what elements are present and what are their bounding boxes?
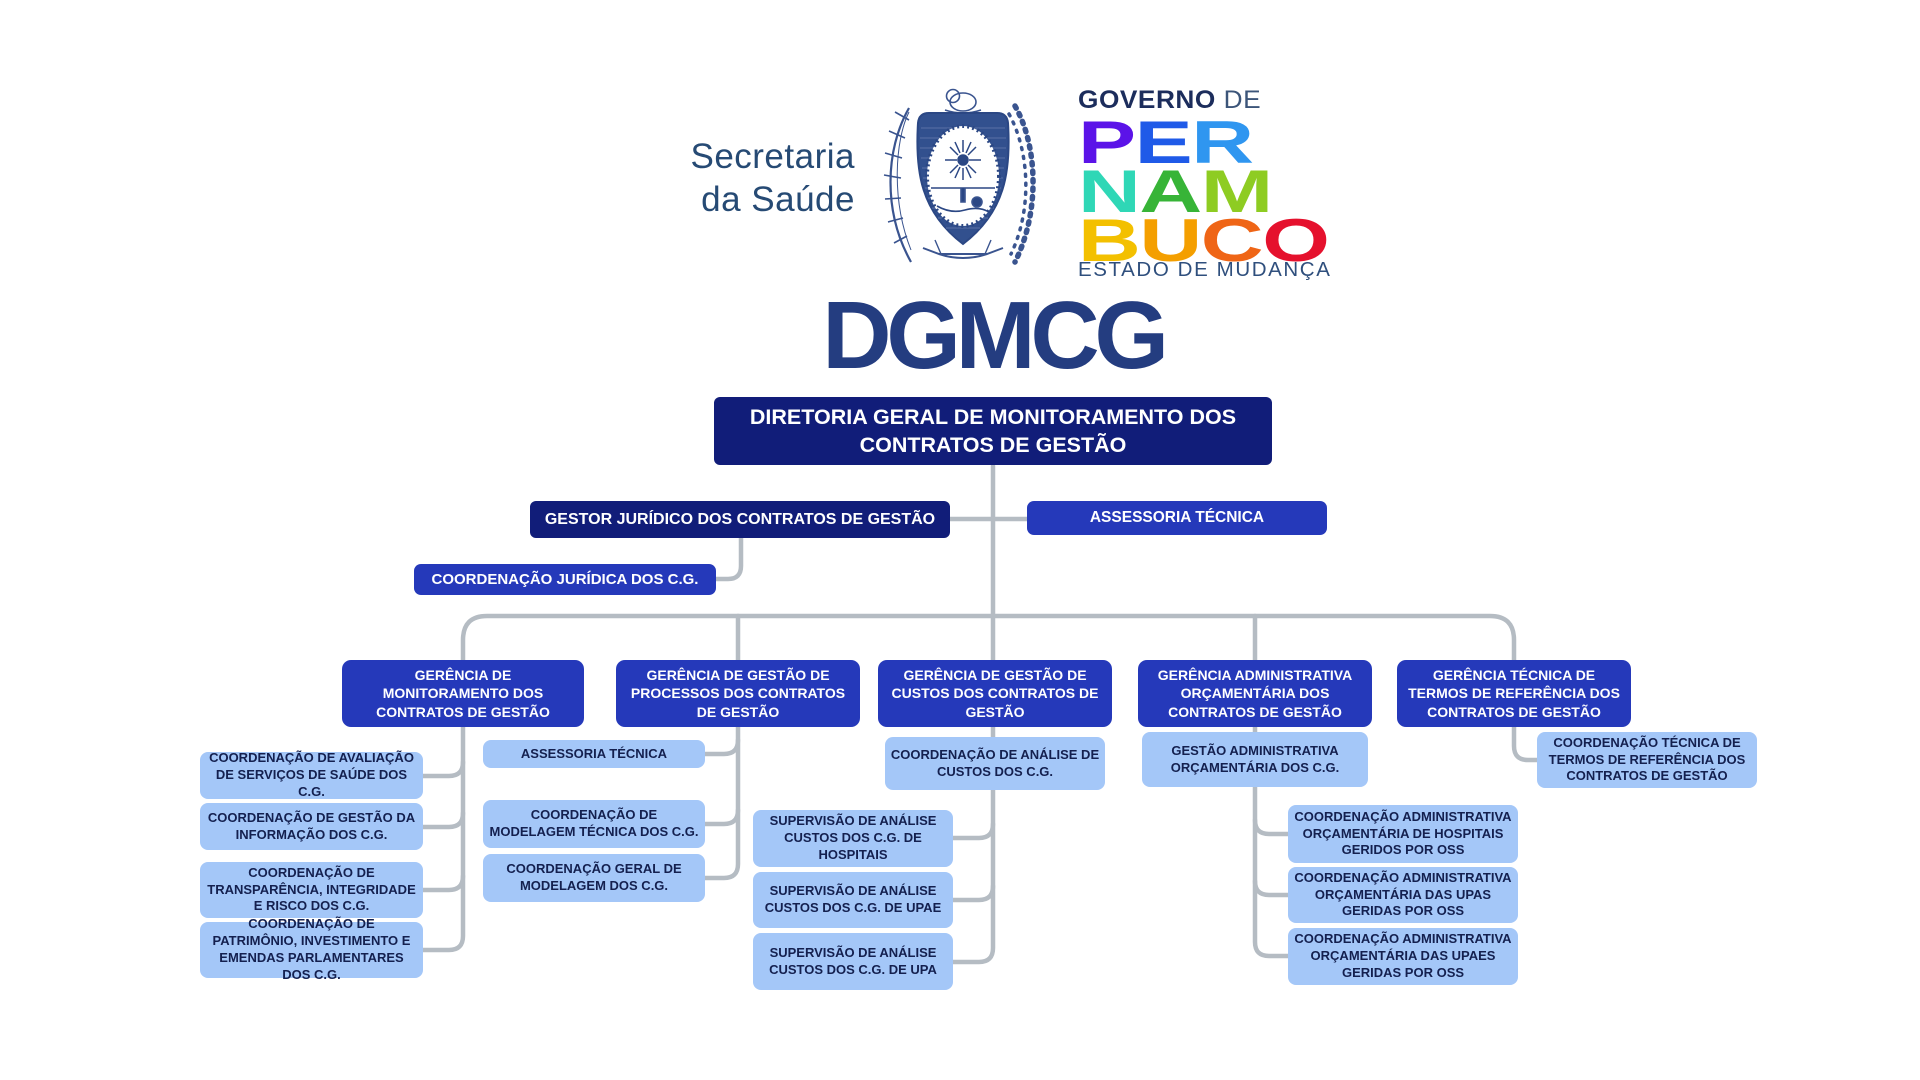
secretaria-saude-logo: Secretaria da Saúde: [590, 136, 855, 221]
pernambuco-coat-of-arms-icon: [865, 80, 1061, 285]
pernambuco-row-1: PER: [1078, 113, 1331, 173]
org-node-coord-geral-modelagem: COORDENAÇÃO GERAL DE MODELAGEM DOS C.G.: [483, 854, 705, 902]
secretaria-line1: Secretaria: [690, 137, 855, 176]
acronym-title: DGMCG: [822, 282, 1169, 389]
pernambuco-letter: A: [1139, 158, 1202, 225]
pernambuco-letter: P: [1078, 109, 1136, 176]
org-node-supervisao-custos-upa: SUPERVISÃO DE ANÁLISE CUSTOS DOS C.G. DE…: [753, 933, 953, 990]
org-node-gestao-administrativa-orcamentaria: GESTÃO ADMINISTRATIVA ORÇAMENTÁRIA DOS C…: [1142, 732, 1368, 787]
org-node-label: GERÊNCIA DE GESTÃO DE PROCESSOS DOS CONT…: [630, 667, 846, 720]
org-node-label: COORDENAÇÃO ADMINISTRATIVA ORÇAMENTÁRIA …: [1294, 869, 1512, 919]
secretaria-line2: da Saúde: [701, 179, 855, 219]
org-node-label: COORDENAÇÃO ADMINISTRATIVA ORÇAMENTÁRIA …: [1294, 931, 1512, 980]
pernambuco-letter: N: [1078, 158, 1141, 225]
org-node-coord-adm-upaes-oss: COORDENAÇÃO ADMINISTRATIVA ORÇAMENTÁRIA …: [1288, 928, 1518, 985]
org-node-gerencia-administrativa: GERÊNCIA ADMINISTRATIVA ORÇAMENTÁRIA DOS…: [1138, 660, 1372, 727]
org-node-coordenacao-juridica: COORDENAÇÃO JURÍDICA DOS C.G.: [414, 564, 716, 595]
org-node-label: COORDENAÇÃO TÉCNICA DE TERMOS DE REFERÊN…: [1548, 734, 1746, 784]
pernambuco-letter: U: [1139, 207, 1202, 274]
org-node-coord-adm-hospitais-oss: COORDENAÇÃO ADMINISTRATIVA ORÇAMENTÁRIA …: [1288, 805, 1518, 863]
org-node-label: COORDENAÇÃO JURÍDICA DOS C.G.: [431, 571, 699, 588]
pernambuco-letter: E: [1134, 109, 1193, 176]
org-node-assessoria-tecnica: ASSESSORIA TÉCNICA: [1027, 501, 1327, 535]
org-node-label: DIRETORIA GERAL DE MONITORAMENTO DOS CON…: [749, 404, 1237, 457]
org-node-label: GERÊNCIA ADMINISTRATIVA ORÇAMENTÁRIA DOS…: [1157, 667, 1353, 720]
pernambuco-letter: C: [1200, 207, 1264, 274]
org-node-coord-transparencia: COORDENAÇÃO DE TRANSPARÊNCIA, INTEGRIDAD…: [200, 862, 423, 918]
org-node-label: COORDENAÇÃO DE TRANSPARÊNCIA, INTEGRIDAD…: [207, 864, 416, 914]
governo-word: GOVERNO: [1078, 86, 1216, 114]
org-node-supervisao-custos-upae: SUPERVISÃO DE ANÁLISE CUSTOS DOS C.G. DE…: [753, 872, 953, 928]
org-node-label: ASSESSORIA TÉCNICA: [1089, 509, 1265, 526]
org-node-supervisao-custos-hospitais: SUPERVISÃO DE ANÁLISE CUSTOS DOS C.G. DE…: [753, 810, 953, 867]
de-word: DE: [1215, 86, 1262, 114]
estado-de-mudanca-tagline: ESTADO DE MUDANÇA: [1078, 258, 1332, 281]
org-node-label: COORDENAÇÃO DE PATRIMÔNIO, INVESTIMENTO …: [212, 916, 411, 982]
org-node-label: COORDENAÇÃO DE ANÁLISE DE CUSTOS DOS C.G…: [890, 746, 1100, 779]
org-node-diretoria-geral: DIRETORIA GERAL DE MONITORAMENTO DOS CON…: [714, 397, 1272, 465]
org-node-label: COORDENAÇÃO DE MODELAGEM TÉCNICA DOS C.G…: [489, 807, 699, 839]
org-node-coord-tecnica-termos: COORDENAÇÃO TÉCNICA DE TERMOS DE REFERÊN…: [1537, 732, 1757, 788]
governo-de-label: GOVERNO DE: [1078, 86, 1261, 115]
org-node-gerencia-termos: GERÊNCIA TÉCNICA DE TERMOS DE REFERÊNCIA…: [1397, 660, 1631, 727]
pernambuco-letter: B: [1078, 207, 1141, 274]
org-node-label: GESTOR JURÍDICO DOS CONTRATOS DE GESTÃO: [544, 510, 936, 528]
org-node-label: GERÊNCIA DE MONITORAMENTO DOS CONTRATOS …: [376, 667, 550, 720]
pernambuco-letter: R: [1191, 109, 1254, 176]
org-node-coord-adm-upas-oss: COORDENAÇÃO ADMINISTRATIVA ORÇAMENTÁRIA …: [1288, 867, 1518, 923]
org-node-gerencia-custos: GERÊNCIA DE GESTÃO DE CUSTOS DOS CONTRAT…: [878, 660, 1112, 727]
org-node-label: COORDENAÇÃO GERAL DE MODELAGEM DOS C.G.: [506, 861, 682, 893]
pernambuco-row-2: NAM: [1078, 162, 1331, 222]
org-node-label: COORDENAÇÃO DE GESTÃO DA INFORMAÇÃO DOS …: [207, 809, 416, 842]
pernambuco-wordmark: PER NAM BUCO: [1078, 113, 1330, 271]
org-node-label: SUPERVISÃO DE ANÁLISE CUSTOS DOS C.G. DE…: [764, 883, 942, 915]
org-node-coord-modelagem-tecnica: COORDENAÇÃO DE MODELAGEM TÉCNICA DOS C.G…: [483, 800, 705, 848]
org-node-coord-analise-custos: COORDENAÇÃO DE ANÁLISE DE CUSTOS DOS C.G…: [885, 737, 1105, 790]
org-node-coord-gestao-informacao: COORDENAÇÃO DE GESTÃO DA INFORMAÇÃO DOS …: [200, 803, 423, 850]
org-node-label: SUPERVISÃO DE ANÁLISE CUSTOS DOS C.G. DE…: [769, 944, 937, 977]
org-node-label: GERÊNCIA TÉCNICA DE TERMOS DE REFERÊNCIA…: [1408, 667, 1620, 720]
org-node-coord-avaliacao-servicos: COORDENAÇÃO DE AVALIAÇÃO DE SERVIÇOS DE …: [200, 750, 423, 799]
org-node-label: SUPERVISÃO DE ANÁLISE CUSTOS DOS C.G. DE…: [769, 813, 937, 862]
org-node-label: COORDENAÇÃO DE AVALIAÇÃO DE SERVIÇOS DE …: [209, 750, 414, 799]
org-node-label: GERÊNCIA DE GESTÃO DE CUSTOS DOS CONTRAT…: [891, 667, 1099, 720]
org-node-gerencia-processos: GERÊNCIA DE GESTÃO DE PROCESSOS DOS CONT…: [616, 660, 860, 727]
governo-pernambuco-logo: GOVERNO DE PER NAM BUCO: [1078, 86, 1330, 271]
org-node-gerencia-monitoramento: GERÊNCIA DE MONITORAMENTO DOS CONTRATOS …: [342, 660, 584, 727]
org-node-assessoria-tecnica-processos: ASSESSORIA TÉCNICA: [483, 740, 705, 768]
pernambuco-row-3: BUCO: [1078, 211, 1331, 271]
org-node-label: ASSESSORIA TÉCNICA: [520, 745, 668, 761]
pernambuco-letter: O: [1262, 207, 1330, 274]
org-node-coord-patrimonio: COORDENAÇÃO DE PATRIMÔNIO, INVESTIMENTO …: [200, 916, 423, 982]
org-node-gestor-juridico: GESTOR JURÍDICO DOS CONTRATOS DE GESTÃO: [530, 501, 950, 538]
org-node-label: GESTÃO ADMINISTRATIVA ORÇAMENTÁRIA DOS C…: [1170, 742, 1340, 775]
org-node-label: COORDENAÇÃO ADMINISTRATIVA ORÇAMENTÁRIA …: [1294, 808, 1512, 858]
pernambuco-letter: M: [1200, 158, 1273, 225]
